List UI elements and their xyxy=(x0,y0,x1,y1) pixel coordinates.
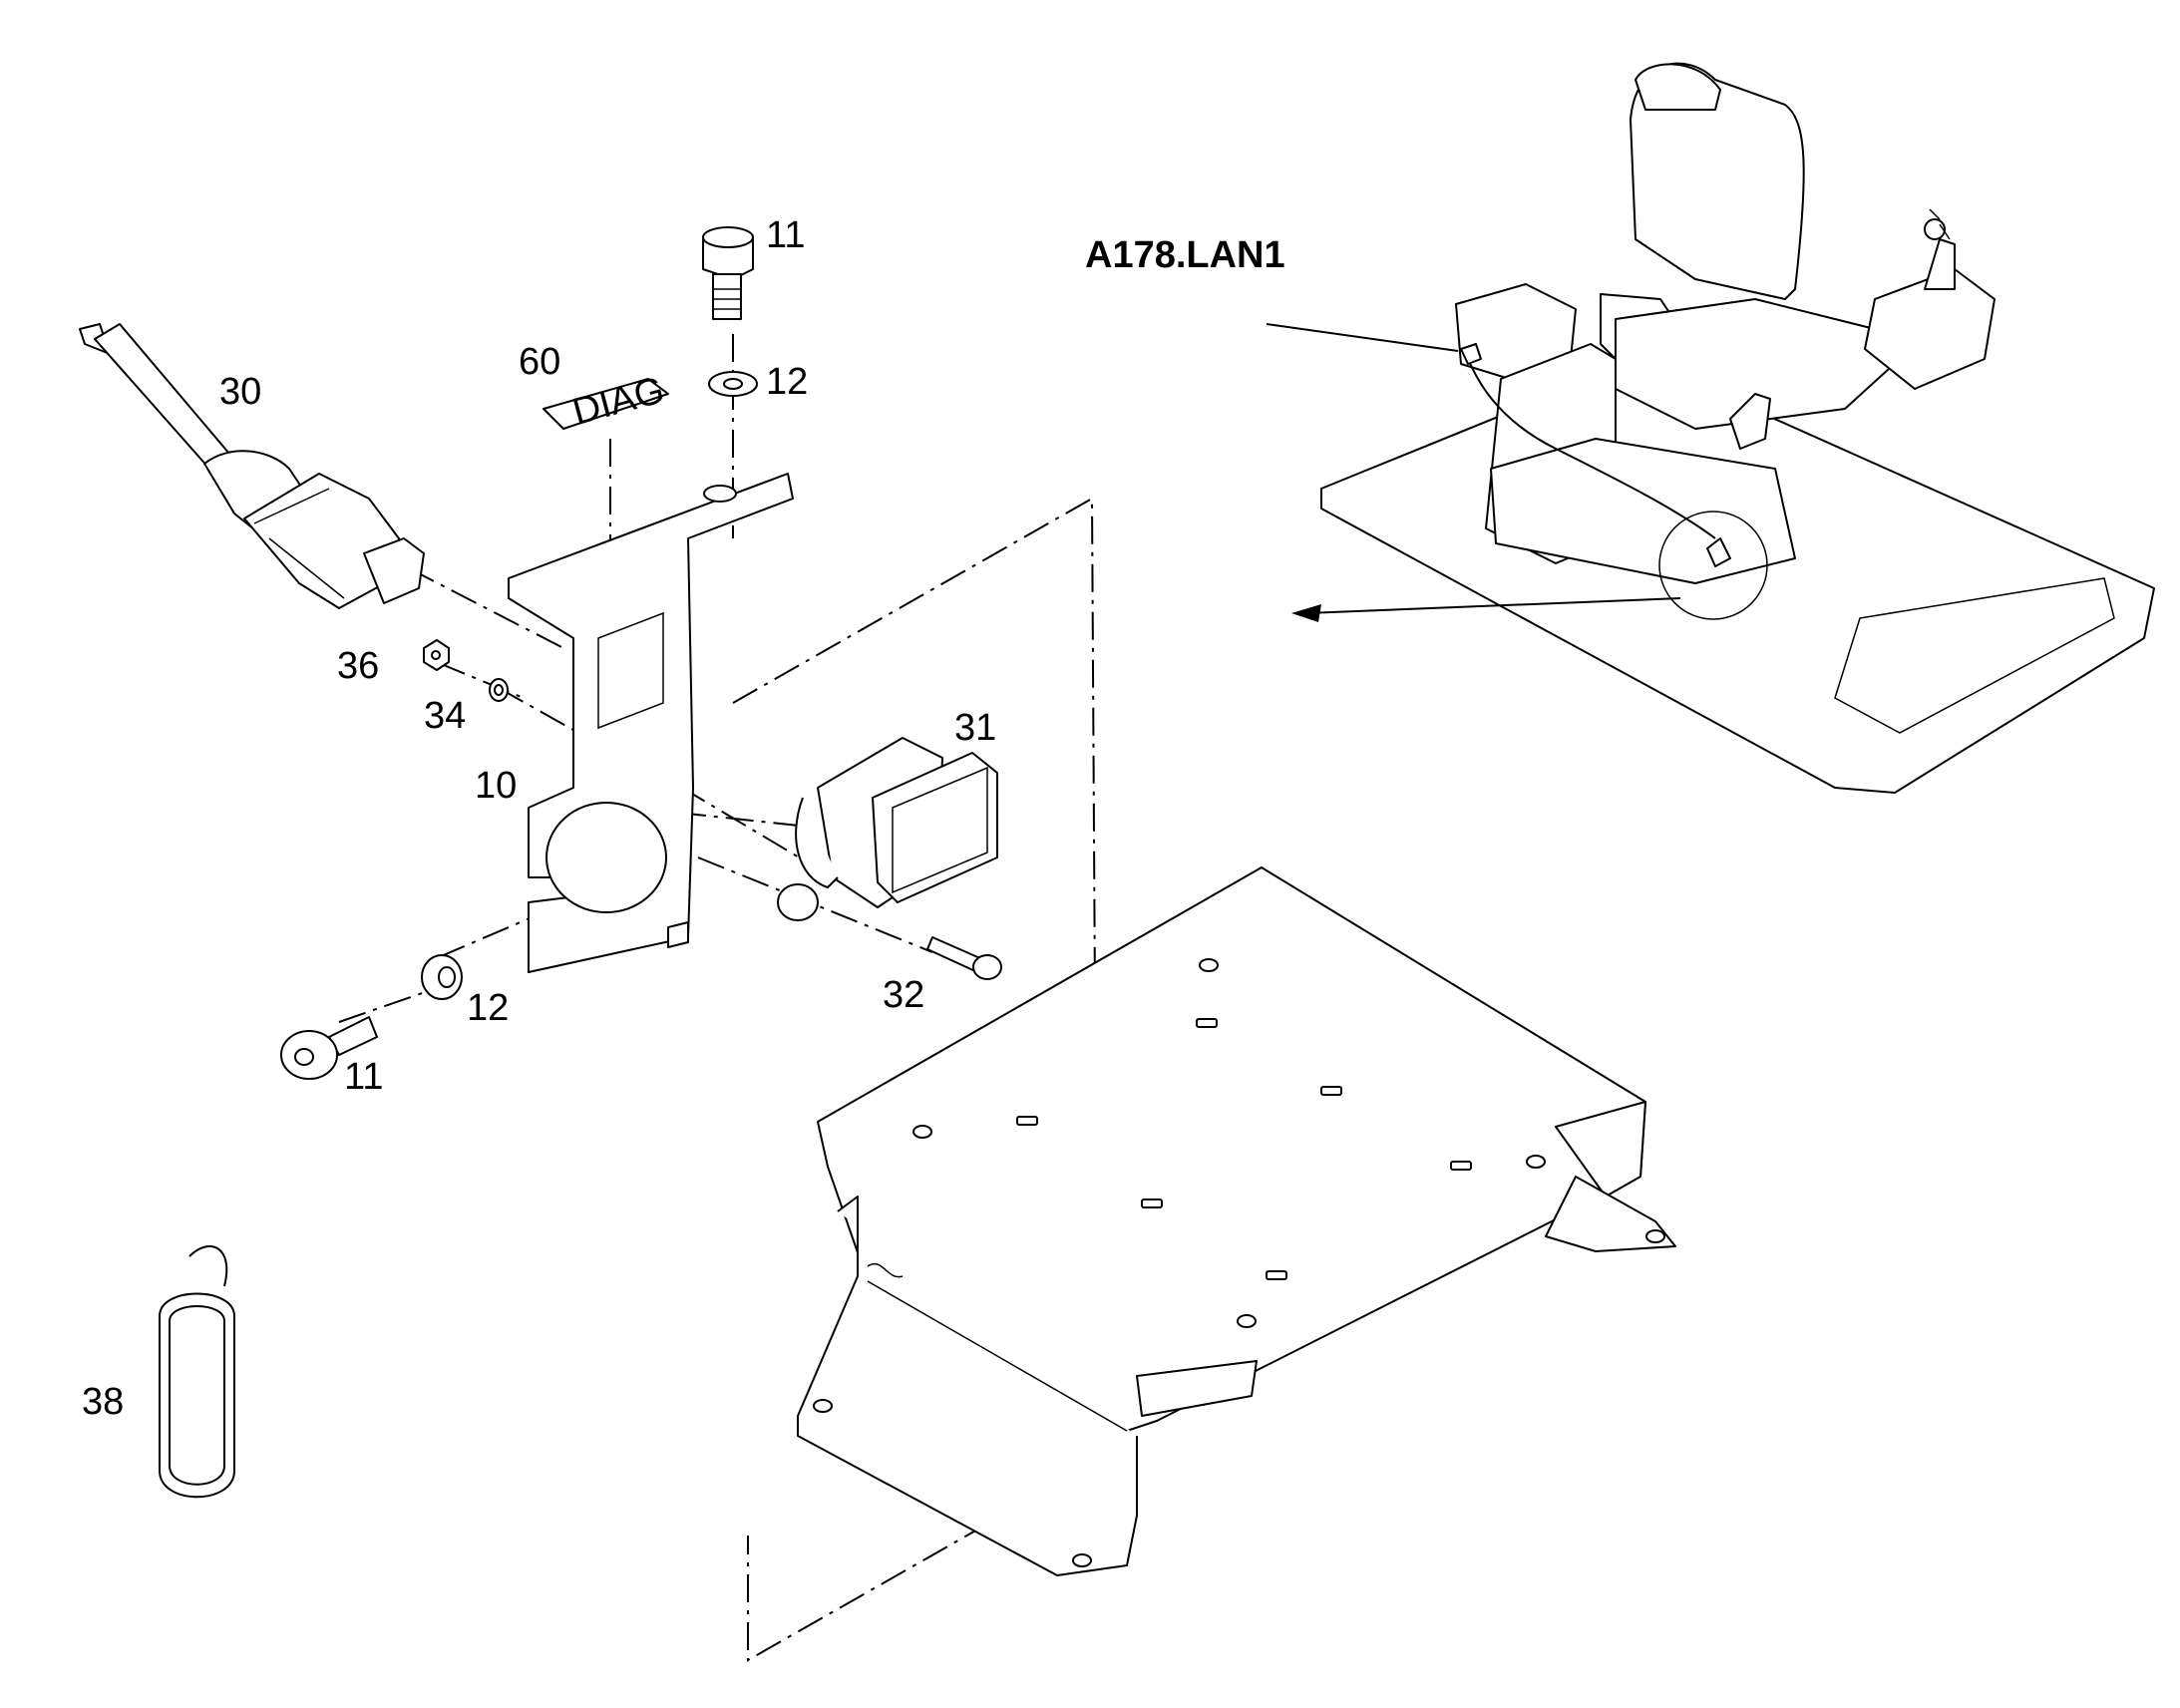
screw-32 xyxy=(926,936,1002,980)
callout-30: 30 xyxy=(219,371,261,413)
callout-38: 38 xyxy=(82,1381,124,1423)
callout-11-bottom: 11 xyxy=(344,1056,383,1098)
callout-32: 32 xyxy=(883,974,924,1016)
lock-washer-34 xyxy=(489,678,509,702)
callout-31: 31 xyxy=(954,707,996,749)
bolt-11-top xyxy=(702,226,754,320)
callout-36: 36 xyxy=(337,645,379,687)
harness-connector-30 xyxy=(79,323,425,609)
cable-tie-38 xyxy=(159,1245,235,1499)
callout-12-top: 12 xyxy=(766,361,808,403)
nut-36 xyxy=(423,639,450,671)
callout-34: 34 xyxy=(424,695,466,737)
callouts: 11 12 60 30 36 34 10 31 32 12 11 38 A178… xyxy=(82,214,1285,1423)
bolt-11-bottom xyxy=(280,1016,378,1080)
diagnostic-socket-31 xyxy=(777,737,998,921)
washer-12-bottom xyxy=(421,954,463,1000)
bracket-10 xyxy=(508,473,794,973)
callout-11-top: 11 xyxy=(766,214,805,256)
diag-plate-text: DIAG xyxy=(568,369,669,434)
callout-12-bottom: 12 xyxy=(467,987,509,1029)
washer-12-top xyxy=(708,371,758,397)
seat-base xyxy=(797,866,1676,1576)
seat-overview xyxy=(1266,62,2155,794)
callout-60: 60 xyxy=(519,341,560,383)
reference-label: A178.LAN1 xyxy=(1085,234,1285,276)
callout-10: 10 xyxy=(475,765,517,807)
diag-plate-60: DIAG xyxy=(543,369,669,434)
